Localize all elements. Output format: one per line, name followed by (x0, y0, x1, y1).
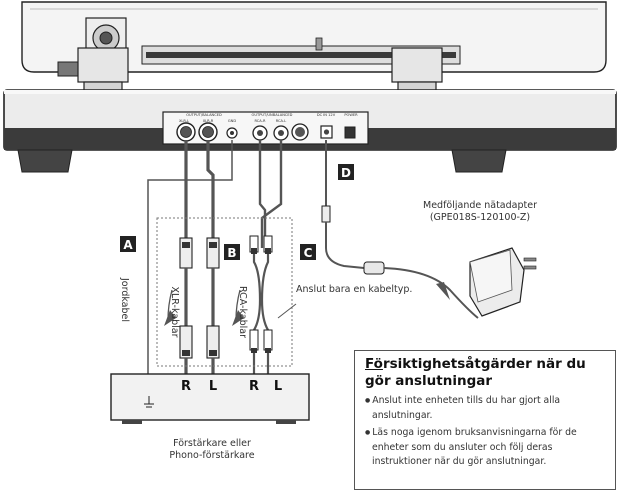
xlr-l-label: XLR-L (179, 119, 189, 123)
rca-l-label: RCA-L (276, 119, 287, 123)
caution-list: Anslut inte enheten tills du har gjort a… (365, 394, 607, 470)
cable-group-box (156, 217, 293, 367)
spindle (315, 37, 323, 51)
gnd-terminal[interactable] (226, 127, 238, 139)
amplifier-port-xlr-r: R (181, 379, 191, 394)
rca-group-label: OUTPUT/UNBALANCED (252, 113, 293, 117)
label-d: D (338, 164, 354, 180)
svg-text:C: C (304, 246, 313, 260)
amplifier-port-rca-r: R (249, 379, 259, 394)
amplifier-port-xlr-l: L (209, 379, 217, 394)
xlr-r-label: XLR-R (203, 119, 214, 123)
xlr-l-jack[interactable] (176, 122, 196, 142)
xlr-extra-jack[interactable] (291, 123, 309, 141)
svg-text:D: D (341, 166, 351, 180)
turntable: OUTPUT/BALANCED XLR-L XLR-R GND OUTPUT/U… (3, 1, 617, 173)
ferrite-core (363, 261, 385, 275)
rca-r-jack[interactable] (252, 125, 268, 141)
label-c: C (300, 244, 316, 260)
amplifier-body (110, 373, 310, 421)
rca-cables-label: RCA-kablar (237, 286, 248, 338)
rca-r-label: RCA-R (254, 119, 266, 123)
dc-in-jack[interactable] (320, 125, 333, 139)
caution-item: Läs noga igenom bruksanvisningarna för d… (365, 426, 607, 470)
amplifier-label-line1: Förstärkare eller (173, 438, 251, 449)
ground-cable-label: Jordkabel (119, 277, 130, 322)
caution-item: Anslut inte enheten tills du har gjort a… (365, 394, 607, 423)
caution-title-prefix: Fö (365, 356, 383, 372)
adapter-label-line1: Medföljande nätadapter (423, 200, 537, 211)
xlr-cables (179, 140, 220, 376)
xlr-cables-label: XLR-kablar (169, 287, 180, 338)
xlr-direction-arrow (164, 310, 176, 326)
connect-one-type-line1: Anslut bara en kabeltyp. (296, 284, 412, 295)
adapter-direction-arrow (436, 282, 450, 300)
rca-cables (249, 140, 283, 376)
xlr-group-label: OUTPUT/BALANCED (186, 113, 222, 117)
dc-in-label: DC IN 12V (317, 113, 336, 117)
adapter-label-line2: (GPE018S-120100-Z) (430, 212, 530, 223)
caution-title: Försiktighetsåtgärder när du gör anslutn… (365, 356, 607, 390)
turntable-foot-right (451, 149, 507, 173)
ground-cable (145, 140, 233, 408)
svg-text:B: B (227, 246, 236, 260)
amplifier-label-line2: Phono-förstärkare (169, 450, 254, 461)
svg-text:A: A (123, 238, 133, 252)
rca-l-jack[interactable] (273, 125, 289, 141)
caution-title-rest: rsiktighetsåtgärder när du gör anslutnin… (365, 356, 586, 389)
ac-adapter (469, 247, 537, 317)
amplifier-port-rca-l: L (274, 379, 282, 394)
amplifier: R L R L (110, 373, 310, 424)
label-a: A (120, 236, 136, 252)
connect-one-type-note: Anslut bara en kabeltyp. (296, 284, 412, 295)
caution-box: Försiktighetsåtgärder när du gör anslutn… (354, 350, 616, 490)
xlr-r-jack[interactable] (198, 122, 218, 142)
power-label: POWER (344, 113, 358, 117)
turntable-foot-left (17, 149, 73, 173)
rca-plug-lower-r (249, 329, 259, 351)
power-switch[interactable] (344, 126, 356, 139)
amplifier-ground-symbol (144, 396, 154, 408)
rca-plug-lower-l (263, 329, 273, 351)
gnd-label: GND (228, 119, 236, 123)
power-cable (321, 140, 479, 319)
rca-direction-arrow (232, 310, 244, 326)
label-b: B (224, 244, 240, 260)
